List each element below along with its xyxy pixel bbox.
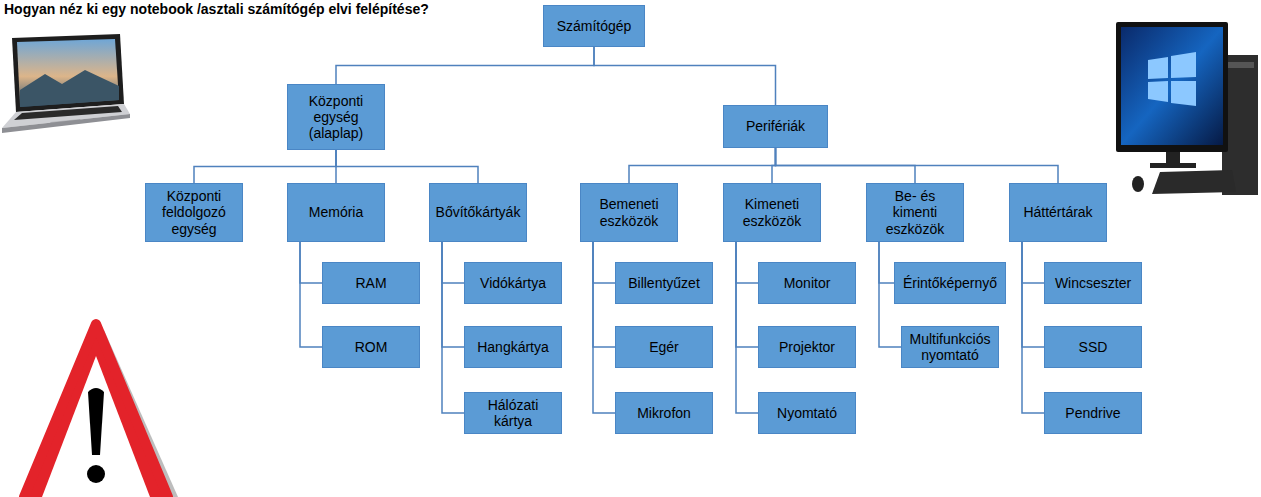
tree-box: RAM bbox=[322, 262, 420, 304]
box-label: Kimeneti eszközök bbox=[728, 196, 816, 228]
tree-connector bbox=[300, 242, 322, 283]
tree-box: Számítógép bbox=[543, 5, 645, 47]
tree-connector bbox=[776, 148, 1059, 183]
tree-connector bbox=[300, 242, 322, 347]
tree-connector bbox=[1022, 242, 1044, 283]
box-label: Hangkártya bbox=[469, 339, 557, 355]
box-label: Wincseszter bbox=[1049, 275, 1137, 291]
tree-connector bbox=[442, 242, 464, 347]
box-label: Számítógép bbox=[548, 18, 640, 34]
box-label: Be- és kimenti eszközök bbox=[871, 188, 959, 236]
box-label: Pendrive bbox=[1049, 405, 1137, 421]
tree-box: Nyomtató bbox=[758, 392, 856, 434]
box-label: Hálózati kártya bbox=[469, 397, 557, 429]
warning-sign bbox=[24, 324, 178, 497]
tree-connector bbox=[442, 242, 464, 413]
tree-box: Billentyűzet bbox=[615, 262, 713, 304]
box-label: Bővítőkártyák bbox=[434, 204, 522, 220]
tree-connector bbox=[336, 47, 594, 84]
desktop-pc-illustration bbox=[1116, 22, 1258, 195]
box-label: Érintőképernyő bbox=[899, 275, 1001, 291]
tree-box: Vidókártya bbox=[464, 262, 562, 304]
tree-box: Hangkártya bbox=[464, 326, 562, 368]
box-label: Perifériák bbox=[728, 118, 823, 134]
box-label: RAM bbox=[327, 275, 415, 291]
box-label: Multifunkciós nyomtató bbox=[906, 331, 994, 363]
tree-box: Projektor bbox=[758, 326, 856, 368]
tree-box: Bővítőkártyák bbox=[429, 183, 527, 242]
box-label: Nyomtató bbox=[763, 405, 851, 421]
tree-box: Központi egység (alaplap) bbox=[287, 84, 385, 150]
box-label: Mikrofon bbox=[620, 405, 708, 421]
tree-box: Perifériák bbox=[723, 105, 828, 148]
tree-connector bbox=[593, 242, 615, 413]
tree-connector bbox=[736, 242, 758, 347]
tree-box: Multifunkciós nyomtató bbox=[901, 326, 999, 368]
tree-connector bbox=[736, 242, 758, 413]
laptop-illustration bbox=[2, 34, 130, 133]
tree-box: Be- és kimenti eszközök bbox=[866, 183, 964, 242]
tree-connector bbox=[593, 242, 615, 347]
box-label: Monitor bbox=[763, 275, 851, 291]
tree-connector bbox=[442, 242, 464, 283]
tree-connector bbox=[736, 242, 758, 283]
box-label: Bemeneti eszközök bbox=[585, 196, 673, 228]
tree-box: Bemeneti eszközök bbox=[580, 183, 678, 242]
tree-connector bbox=[1022, 242, 1044, 347]
tree-box: Háttértárak bbox=[1009, 183, 1107, 242]
tree-connector bbox=[879, 242, 894, 283]
tree-box: Monitor bbox=[758, 262, 856, 304]
box-label: SSD bbox=[1049, 339, 1137, 355]
box-label: Központi feldolgozó egység bbox=[150, 188, 238, 236]
tree-box: Érintőképernyő bbox=[894, 262, 1006, 304]
tree-connector bbox=[1022, 242, 1044, 413]
tree-box: Pendrive bbox=[1044, 392, 1142, 434]
box-label: Vidókártya bbox=[469, 275, 557, 291]
box-label: Projektor bbox=[763, 339, 851, 355]
tree-box: Mikrofon bbox=[615, 392, 713, 434]
tree-box: Wincseszter bbox=[1044, 262, 1142, 304]
tree-box: Memória bbox=[287, 183, 385, 242]
tree-connector bbox=[336, 150, 478, 183]
tree-connector bbox=[194, 150, 336, 183]
tree-connector bbox=[593, 242, 615, 283]
box-label: Egér bbox=[620, 339, 708, 355]
box-label: Központi egység (alaplap) bbox=[292, 93, 380, 141]
box-label: ROM bbox=[327, 339, 415, 355]
box-label: Háttértárak bbox=[1014, 204, 1102, 220]
page-title: Hogyan néz ki egy notebook /asztali szám… bbox=[4, 1, 429, 17]
box-label: Billentyűzet bbox=[620, 275, 708, 291]
tree-box: Kimeneti eszközök bbox=[723, 183, 821, 242]
box-label: Memória bbox=[292, 204, 380, 220]
tree-box: ROM bbox=[322, 326, 420, 368]
tree-box: Egér bbox=[615, 326, 713, 368]
tree-box: SSD bbox=[1044, 326, 1142, 368]
tree-connector bbox=[594, 47, 776, 105]
tree-connector bbox=[629, 148, 776, 183]
tree-box: Központi feldolgozó egység bbox=[145, 183, 243, 242]
tree-box: Hálózati kártya bbox=[464, 392, 562, 434]
